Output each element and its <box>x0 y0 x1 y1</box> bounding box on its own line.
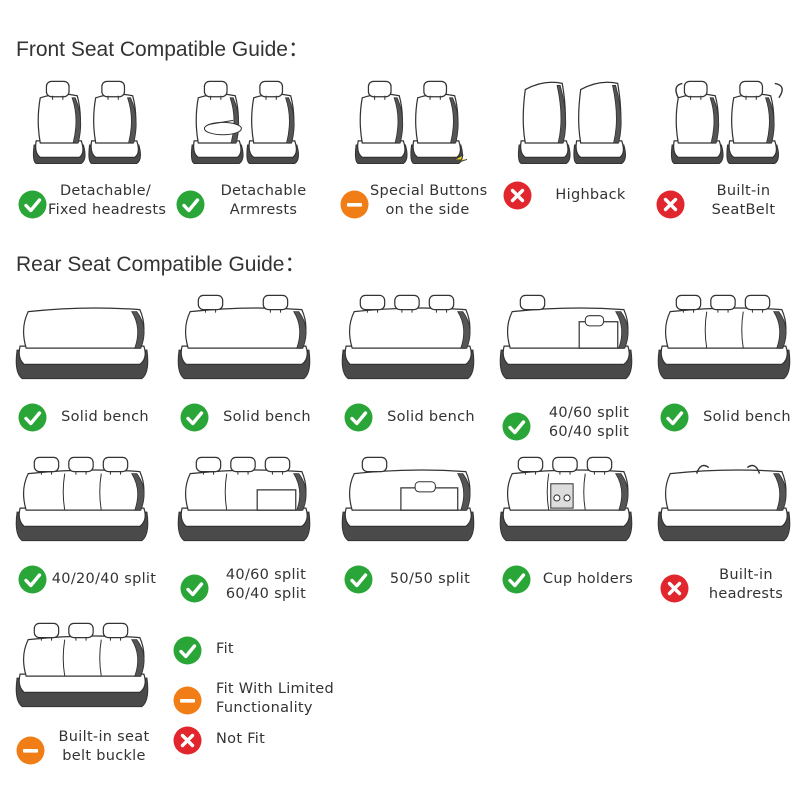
label-line-1: Solid bench <box>387 409 475 425</box>
bench-builtin-belt-buckle-icon <box>15 622 149 708</box>
label-line-1: Solid bench <box>223 409 311 425</box>
cross-circle-icon <box>660 574 689 603</box>
twin-seats-armrests-icon <box>190 80 299 165</box>
label-line-1: Highback <box>555 187 626 203</box>
status-label: Solid bench <box>376 408 486 427</box>
check-circle-icon <box>502 412 531 441</box>
label-line-2: Armrests <box>229 202 298 218</box>
label-line-2: headrests <box>708 586 784 602</box>
check-circle-icon <box>180 403 209 432</box>
label-line-2: Functionality <box>216 700 313 716</box>
status-label: Detachable/Fixed headrests <box>48 182 167 220</box>
bench-50-50-split-icon <box>341 456 475 542</box>
status-label: Solid bench <box>212 408 322 427</box>
twin-seats-detachable-headrests-icon <box>32 80 141 165</box>
label-line-1: Fit With Limited <box>216 681 335 697</box>
bench-40-60-split-folded-icon <box>177 456 311 542</box>
check-circle-icon <box>18 403 47 432</box>
status-label: Built-in headrests <box>684 566 800 604</box>
label-line-1: 40/20/40 split <box>51 571 157 587</box>
label-line-1: Built-in seat <box>58 729 150 745</box>
status-label: Cup holders <box>526 570 650 589</box>
label-line-1: Fit <box>216 641 234 657</box>
status-label: Solid bench <box>50 408 160 427</box>
label-line-1: Solid bench <box>703 409 791 425</box>
label-line-2: on the side <box>385 202 470 218</box>
check-circle-icon <box>173 636 202 665</box>
cross-circle-icon <box>656 190 685 219</box>
check-circle-icon <box>502 565 531 594</box>
check-circle-icon <box>18 565 47 594</box>
label-line-2: 60/40 split <box>548 424 630 440</box>
minus-circle-icon <box>340 190 369 219</box>
label-line-1: Cup holders <box>542 571 634 587</box>
status-label: Solid bench <box>692 408 800 427</box>
status-label: 40/60 split 60/40 split <box>204 566 328 604</box>
label-line-1: 40/60 split <box>225 567 307 583</box>
status-label: Special Buttons on the side <box>370 182 488 220</box>
check-circle-icon <box>344 403 373 432</box>
solid-bench-two-headrests-icon <box>177 294 311 380</box>
label-line-1: Built-in <box>716 183 771 199</box>
solid-bench-no-headrest-icon <box>15 307 149 380</box>
solid-bench-segmented-icon <box>657 294 791 380</box>
status-label: Fit <box>216 640 396 659</box>
cross-circle-icon <box>173 726 202 755</box>
status-label: 40/60 split 60/40 split <box>534 404 644 442</box>
check-circle-icon <box>180 574 209 603</box>
label-line-1: Solid bench <box>61 409 149 425</box>
cross-circle-icon <box>503 181 532 210</box>
split-bench-40-60-icon <box>499 294 633 380</box>
check-circle-icon <box>344 565 373 594</box>
label-line-2: 60/40 split <box>225 586 307 602</box>
check-circle-icon <box>176 190 205 219</box>
twin-highback-seats-icon <box>517 81 626 165</box>
status-label: 50/50 split <box>368 570 492 589</box>
status-label: Built-in seat belt buckle <box>48 728 160 766</box>
status-label: 40/20/40 split <box>42 570 166 589</box>
front-seat-heading: Front Seat Compatible Guide： <box>16 38 309 61</box>
minus-circle-icon <box>173 686 202 715</box>
bench-cup-holders-icon <box>499 456 633 542</box>
status-label: Not Fit <box>216 730 396 749</box>
label-line-2: SeatBelt <box>711 202 776 218</box>
check-circle-icon <box>18 190 47 219</box>
twin-seats-builtin-belt-icon <box>670 80 783 165</box>
label-line-1: Special Buttons <box>370 183 488 199</box>
solid-bench-three-headrests-icon <box>341 294 475 380</box>
check-circle-icon <box>660 403 689 432</box>
label-line-1: Detachable <box>220 183 307 199</box>
rear-seat-heading: Rear Seat Compatible Guide： <box>16 253 306 276</box>
twin-seats-side-buttons-icon <box>354 80 467 165</box>
label-line-1: Detachable/ <box>59 183 152 199</box>
label-line-2: belt buckle <box>62 748 146 764</box>
bench-40-20-40-split-icon <box>15 456 149 542</box>
minus-circle-icon <box>16 736 45 765</box>
label-line-1: Built-in <box>719 567 773 583</box>
label-line-1: 40/60 split <box>548 405 630 421</box>
bench-builtin-headrests-icon <box>657 464 791 542</box>
label-line-1: Not Fit <box>216 731 266 747</box>
status-label: Highback <box>533 186 648 205</box>
label-line-2: Fixed headrests <box>48 202 167 218</box>
label-line-1: 50/50 split <box>389 571 471 587</box>
